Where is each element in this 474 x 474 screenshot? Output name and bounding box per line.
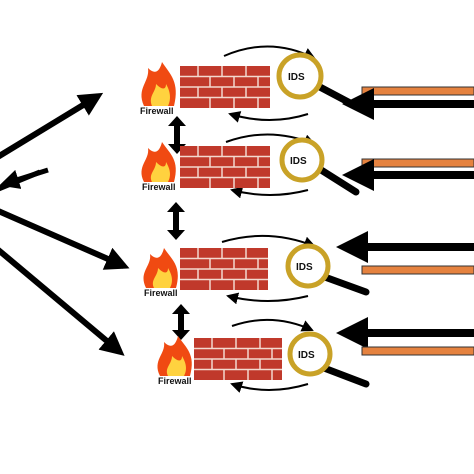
flame-icon [143, 248, 178, 288]
brick-wall-icon [180, 66, 270, 108]
ids-label: IDS [296, 262, 313, 273]
cycle-arrow-top [231, 318, 314, 332]
unit-4: Firewall IDS [157, 318, 370, 393]
ids-label: IDS [290, 156, 307, 167]
brick-wall-icon [180, 146, 270, 188]
left-arrows [0, 92, 130, 356]
brick-wall-icon [194, 338, 282, 380]
ids-magnifier-icon: IDS [276, 52, 356, 108]
cycle-arrow-bottom [226, 292, 309, 305]
arrow-to-firewall-4 [0, 247, 125, 356]
orange-line-2 [361, 158, 474, 168]
orange-line-3 [361, 265, 474, 275]
arrow-to-firewall-3 [0, 208, 130, 270]
firewall-label: Firewall [142, 182, 176, 192]
flame-icon [141, 62, 176, 106]
brick-wall-icon [180, 248, 268, 290]
ids-magnifier-icon: IDS [279, 137, 360, 196]
arrow-to-firewall-2b [0, 169, 41, 192]
flame-icon [141, 142, 176, 182]
cycle-arrow-bottom [230, 381, 309, 393]
unit-2: Firewall IDS [141, 133, 360, 199]
arrow-to-firewall-1 [0, 92, 104, 160]
flame-icon [157, 336, 192, 376]
firewall-label: Firewall [140, 106, 174, 116]
cycle-arrow-bottom [228, 111, 309, 123]
cycle-arrow-top [221, 234, 316, 248]
unit-3: Firewall IDS [143, 234, 370, 305]
ids-magnifier-icon: IDS [285, 243, 370, 296]
right-inputs [336, 86, 474, 356]
cycle-arrow-bottom [230, 186, 309, 199]
orange-line-4 [361, 346, 474, 356]
unit-1: Firewall IDS [140, 45, 356, 123]
double-arrow-2-3 [167, 202, 185, 240]
ids-label: IDS [288, 72, 305, 83]
firewall-label: Firewall [158, 376, 192, 386]
firewall-label: Firewall [144, 288, 178, 298]
ids-label: IDS [298, 350, 315, 361]
double-arrow-3-4 [172, 304, 190, 340]
orange-line-1 [361, 86, 474, 96]
ids-magnifier-icon: IDS [287, 331, 370, 388]
